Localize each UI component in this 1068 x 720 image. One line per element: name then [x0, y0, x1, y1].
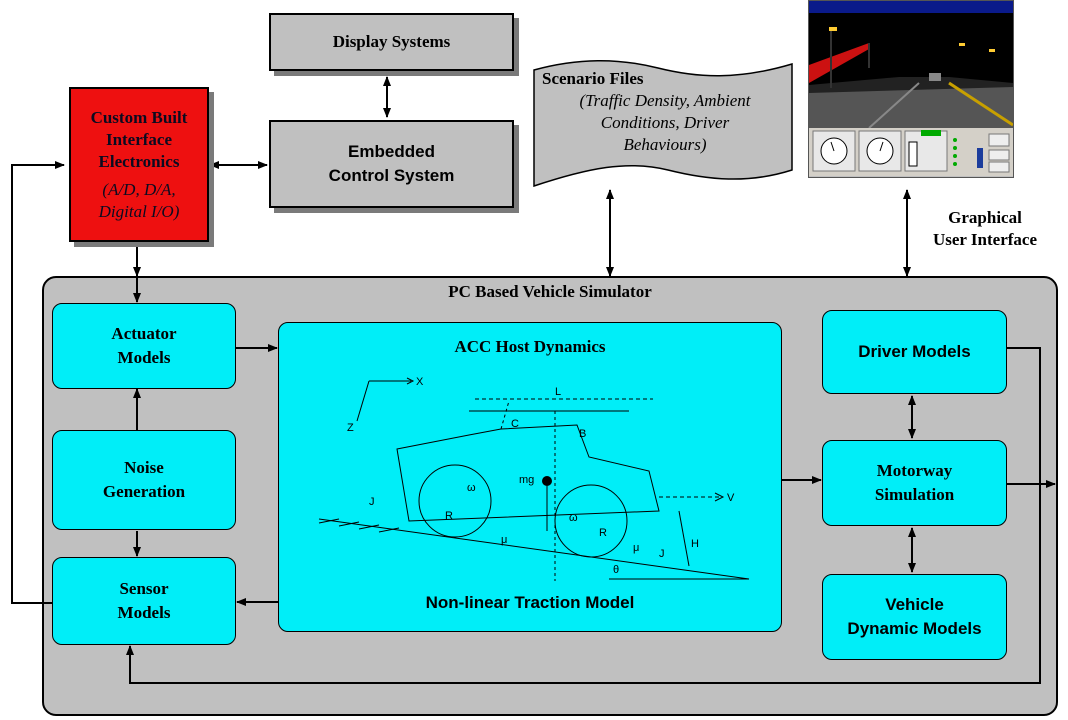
line-driver-bus-inner	[1007, 348, 1040, 484]
vehicle-dynamics-sketch: X Z L C B mg V H θ J R	[279, 371, 783, 601]
sensor-models-box: Sensor Models	[52, 557, 236, 645]
label-Rf: R	[599, 527, 607, 539]
motorway-label-2: Simulation	[875, 483, 954, 507]
motorway-simulation-box: Motorway Simulation	[822, 440, 1007, 526]
acc-title: ACC Host Dynamics	[279, 337, 781, 357]
sensor-label-1: Sensor	[119, 577, 168, 601]
vehicle-label-2: Dynamic Models	[847, 617, 981, 641]
driver-models-box: Driver Models	[822, 310, 1007, 394]
label-x: X	[416, 376, 424, 388]
acc-host-dynamics-box: ACC Host Dynamics X Z L C B mg V	[278, 322, 782, 632]
label-mur: μ	[501, 534, 507, 546]
noise-generation-box: Noise Generation	[52, 430, 236, 530]
noise-label-1: Noise	[124, 456, 164, 480]
vehicle-label-1: Vehicle	[885, 593, 944, 617]
label-wr: ω	[467, 482, 476, 494]
label-wf: ω	[569, 512, 578, 524]
motorway-label-1: Motorway	[877, 459, 953, 483]
label-theta: θ	[613, 564, 619, 576]
label-H: H	[691, 538, 699, 550]
actuator-models-box: Actuator Models	[52, 303, 236, 389]
label-z: Z	[347, 422, 354, 434]
vehicle-dynamic-models-box: Vehicle Dynamic Models	[822, 574, 1007, 660]
actuator-label-2: Models	[118, 346, 171, 370]
label-V: V	[727, 492, 735, 504]
driver-label: Driver Models	[858, 340, 970, 364]
acc-footer: Non-linear Traction Model	[279, 593, 781, 613]
label-Jf: J	[659, 548, 665, 560]
noise-label-2: Generation	[103, 480, 185, 504]
label-mg: mg	[519, 474, 534, 486]
label-muf: μ	[633, 542, 639, 554]
sensor-label-2: Models	[118, 601, 171, 625]
actuator-label-1: Actuator	[111, 322, 176, 346]
label-L: L	[555, 386, 561, 398]
label-Rr: R	[445, 510, 453, 522]
label-Jr: J	[369, 496, 375, 508]
